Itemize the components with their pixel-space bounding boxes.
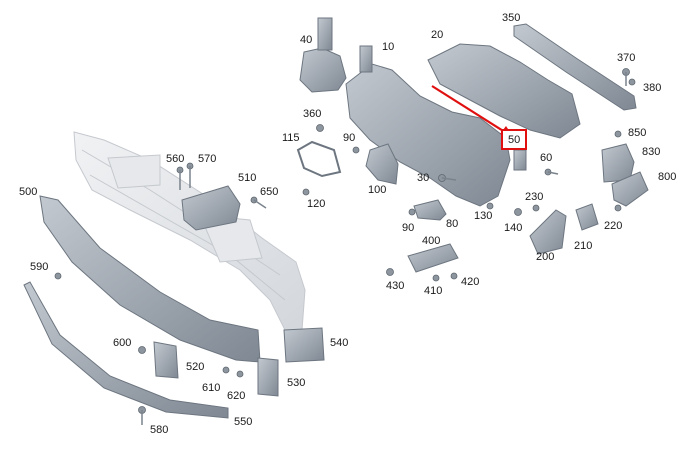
part-520-bracket (153, 341, 179, 379)
callout-115[interactable]: 115 (282, 132, 300, 144)
bolt-140-icon (514, 208, 522, 216)
bolt-590-icon (54, 272, 62, 280)
part-830-bracket (601, 143, 635, 183)
bolt-620-icon (236, 370, 244, 378)
part-550-lower-strip (23, 281, 229, 419)
part-50-bracket (513, 149, 527, 171)
fasteners (54, 68, 636, 414)
callout-590[interactable]: 590 (30, 261, 49, 273)
part-400-block (407, 243, 459, 273)
callout-620[interactable]: 620 (227, 390, 246, 402)
callout-650[interactable]: 650 (260, 186, 279, 198)
bolt-360-icon (316, 124, 324, 132)
callout-380[interactable]: 380 (643, 82, 662, 94)
part-210-bracket (575, 203, 599, 231)
callout-500[interactable]: 500 (19, 186, 38, 198)
callout-230[interactable]: 230 (525, 191, 544, 203)
callout-420[interactable]: 420 (461, 276, 480, 288)
bolt-shanks (141, 72, 627, 425)
callout-550[interactable]: 550 (234, 416, 253, 428)
callout-20[interactable]: 20 (431, 29, 444, 41)
callout-830[interactable]: 830 (642, 146, 661, 158)
callout-30[interactable]: 30 (417, 172, 430, 184)
part-530-bracket (257, 357, 279, 397)
callout-800[interactable]: 800 (658, 171, 677, 183)
callout-360[interactable]: 360 (303, 108, 322, 120)
bolt-600-icon (138, 346, 146, 354)
callout-350[interactable]: 350 (502, 12, 521, 24)
callout-10[interactable]: 10 (382, 41, 395, 53)
callout-140[interactable]: 140 (504, 222, 523, 234)
part-80-bracket (413, 199, 447, 221)
bolt-230-icon (532, 204, 540, 212)
callout-40[interactable]: 40 (300, 34, 313, 46)
callout-90-b[interactable]: 90 (402, 222, 415, 234)
bolt-220-icon (614, 204, 622, 212)
callout-600[interactable]: 600 (113, 337, 132, 349)
callout-210[interactable]: 210 (574, 240, 593, 252)
callout-610[interactable]: 610 (202, 382, 221, 394)
part-40-tower (317, 17, 333, 51)
callout-200[interactable]: 200 (536, 251, 555, 263)
callout-50[interactable]: 50 (501, 129, 528, 150)
part-20-carrier (427, 43, 581, 139)
callout-850[interactable]: 850 (628, 127, 647, 139)
callout-510[interactable]: 510 (238, 172, 257, 184)
part-540-bracket (283, 327, 325, 363)
callout-130[interactable]: 130 (474, 210, 493, 222)
callout-400[interactable]: 400 (422, 235, 441, 247)
callout-540[interactable]: 540 (330, 337, 349, 349)
callout-430[interactable]: 430 (386, 280, 405, 292)
bolt-430-icon (386, 268, 394, 276)
callout-580[interactable]: 580 (150, 424, 169, 436)
part-100-bracket (365, 143, 399, 185)
callout-560[interactable]: 560 (166, 153, 185, 165)
callout-520[interactable]: 520 (186, 361, 205, 373)
bolt-90-icon (352, 146, 360, 154)
bumper-cover-ghost (73, 131, 306, 333)
callout-530[interactable]: 530 (287, 377, 306, 389)
callout-100[interactable]: 100 (368, 184, 387, 196)
callout-120[interactable]: 120 (307, 198, 326, 210)
callout-90-a[interactable]: 90 (343, 132, 356, 144)
bolt-850-icon (614, 130, 622, 138)
bolt-130-icon (486, 202, 494, 210)
bolt-410-icon (432, 274, 440, 282)
part-800-bracket (611, 171, 649, 207)
part-40-bracket (299, 47, 347, 93)
bolt-380-icon (628, 78, 636, 86)
part-200-bracket (529, 209, 567, 255)
callout-570[interactable]: 570 (198, 153, 217, 165)
callout-410[interactable]: 410 (424, 285, 443, 297)
bolt-120-icon (302, 188, 310, 196)
callout-370[interactable]: 370 (617, 52, 636, 64)
callout-80[interactable]: 80 (446, 218, 459, 230)
part-115-bracket (296, 140, 342, 178)
bolt-90b-icon (408, 208, 416, 216)
callout-220[interactable]: 220 (604, 220, 623, 232)
part-350-strip (513, 23, 637, 111)
bolt-610-icon (222, 366, 230, 374)
part-10-tower (359, 45, 373, 73)
callout-60[interactable]: 60 (540, 152, 553, 164)
part-510-bracket (181, 185, 241, 231)
bolt-420-icon (450, 272, 458, 280)
